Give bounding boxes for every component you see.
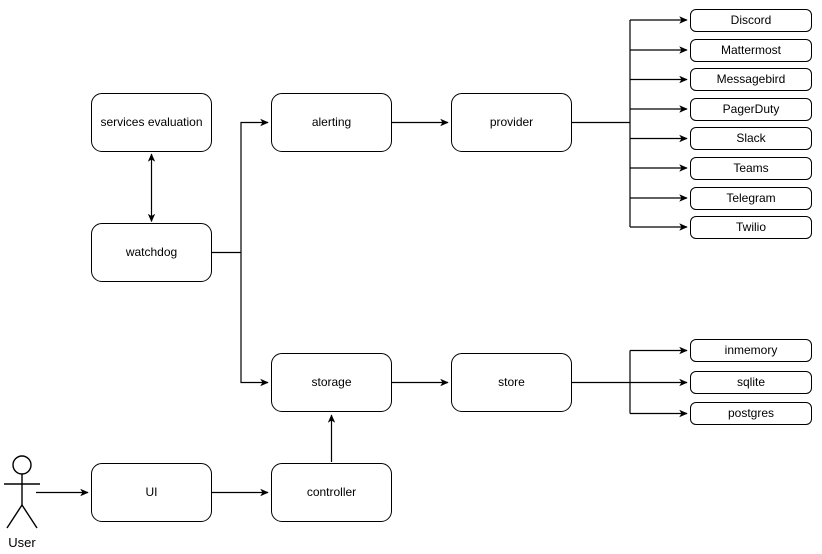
node-provider-messagebird-label: Messagebird [716, 71, 786, 86]
node-provider-slack-label: Slack [736, 130, 766, 145]
node-provider[interactable]: provider [451, 93, 572, 152]
node-store-inmemory-label: inmemory [724, 342, 778, 357]
node-provider-discord[interactable]: Discord [690, 9, 812, 32]
node-store-sqlite[interactable]: sqlite [690, 371, 812, 394]
node-provider-twilio-label: Twilio [735, 219, 766, 234]
node-ui[interactable]: UI [91, 463, 212, 522]
user-actor: User [0, 457, 52, 554]
node-provider-mattermost-label: Mattermost [720, 42, 781, 57]
node-provider-telegram[interactable]: Telegram [690, 187, 812, 210]
edge-watchdog-storage [240, 252, 269, 387]
user-actor-figure [4, 455, 40, 529]
actor-leg-left [6, 504, 23, 529]
node-controller[interactable]: controller [271, 463, 392, 522]
node-watchdog[interactable]: watchdog [91, 223, 212, 282]
user-actor-label: User [8, 535, 36, 550]
node-services-evaluation-label: services evaluation [100, 114, 203, 129]
node-services-evaluation[interactable]: services evaluation [91, 93, 212, 152]
node-store-sqlite-label: sqlite [736, 374, 765, 389]
node-controller-label: controller [306, 484, 357, 499]
node-storage[interactable]: storage [271, 353, 392, 412]
node-store-postgres-label: postgres [727, 405, 775, 420]
node-provider-discord-label: Discord [730, 12, 772, 27]
node-provider-slack[interactable]: Slack [690, 127, 812, 150]
node-alerting-label: alerting [311, 114, 352, 129]
actor-leg-right [21, 504, 38, 529]
node-alerting[interactable]: alerting [271, 93, 392, 152]
node-provider-pagerduty-label: PagerDuty [722, 101, 780, 116]
node-provider-messagebird[interactable]: Messagebird [690, 68, 812, 91]
node-ui-label: UI [145, 484, 158, 499]
edge-watchdog-alerting [240, 118, 269, 253]
node-provider-teams[interactable]: Teams [690, 157, 812, 180]
node-provider-mattermost[interactable]: Mattermost [690, 39, 812, 62]
node-store-postgres[interactable]: postgres [690, 402, 812, 425]
node-store[interactable]: store [451, 353, 572, 412]
node-provider-twilio[interactable]: Twilio [690, 216, 812, 239]
node-provider-telegram-label: Telegram [726, 190, 776, 205]
node-provider-label: provider [489, 114, 534, 129]
node-store-label: store [498, 374, 525, 389]
node-provider-pagerduty[interactable]: PagerDuty [690, 98, 812, 121]
node-store-inmemory[interactable]: inmemory [690, 339, 812, 362]
node-watchdog-label: watchdog [125, 244, 178, 259]
node-provider-teams-label: Teams [733, 160, 769, 175]
node-storage-label: storage [311, 374, 352, 389]
